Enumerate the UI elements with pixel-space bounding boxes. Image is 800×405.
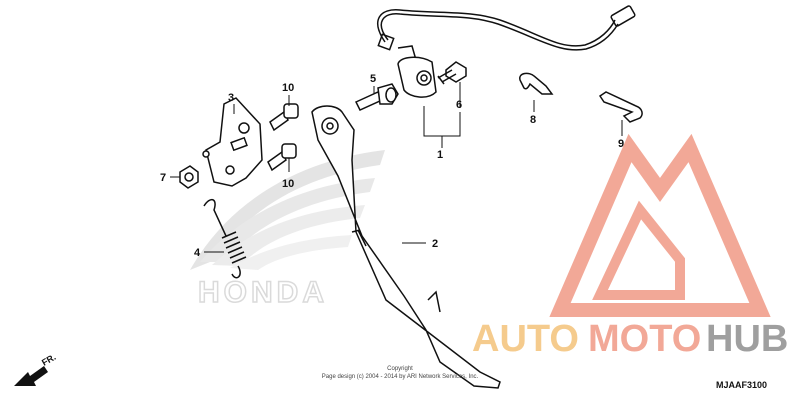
part-5-bolt	[354, 83, 399, 111]
diagram-code: MJAAF3100	[716, 380, 767, 390]
front-direction-indicator: FR.	[14, 352, 58, 386]
honda-wing-logo: HONDA	[190, 150, 385, 310]
callout-5: 5	[370, 73, 376, 85]
watermark-moto: MOTO	[588, 318, 701, 360]
callout-10-lower: 10	[282, 178, 294, 190]
honda-logo-text: HONDA	[198, 276, 328, 309]
part-2-side-stand	[311, 105, 501, 389]
callout-2: 2	[432, 238, 438, 250]
callout-10-upper: 10	[282, 82, 294, 94]
callout-6: 6	[456, 99, 462, 111]
callout-labels: 1 2 3 4 5 6 7 8 9 10 10	[160, 73, 624, 259]
part-4-spring	[203, 198, 247, 279]
watermark-hub: HUB	[706, 318, 788, 360]
callout-3: 3	[228, 92, 234, 104]
part-6-bolt	[437, 61, 467, 85]
leader-lines	[170, 82, 623, 253]
part-8-clamp	[519, 72, 554, 95]
part-10-bolt-upper	[269, 103, 299, 132]
part-7-nut	[179, 165, 199, 189]
copyright-line-2: Page design (c) 2004 - 2014 by ARI Netwo…	[322, 374, 479, 380]
automotohub-watermark: AUTO MOTO HUB	[472, 133, 788, 360]
part-3-bracket	[202, 97, 263, 187]
callout-7: 7	[160, 172, 166, 184]
callout-9: 9	[618, 138, 624, 150]
copyright-line-1: Copyright	[387, 366, 413, 372]
watermark-auto: AUTO	[472, 318, 579, 360]
callout-4: 4	[194, 247, 201, 259]
part-10-bolt-lower	[267, 143, 297, 172]
front-direction-label: FR.	[40, 352, 58, 368]
part-1-sidestand-switch	[377, 5, 636, 98]
part-9-band	[598, 91, 643, 123]
callout-8: 8	[530, 114, 536, 126]
callout-1: 1	[437, 149, 443, 161]
front-arrow-icon	[14, 366, 48, 386]
